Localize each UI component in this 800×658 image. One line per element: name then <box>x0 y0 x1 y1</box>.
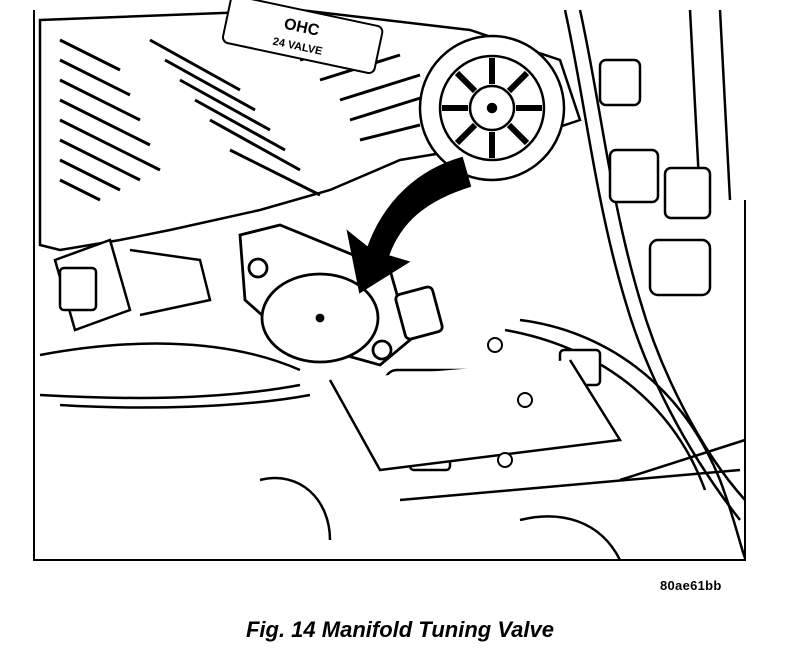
illustration-frame <box>33 10 746 561</box>
arrow-icon <box>346 156 472 294</box>
wiring-harness <box>39 342 311 409</box>
hose-lines <box>504 9 747 559</box>
pulley-hub <box>418 34 566 182</box>
fuel-injectors <box>598 58 712 297</box>
coil-bolts <box>487 337 533 468</box>
left-connector <box>53 238 212 332</box>
pulley-spokes <box>442 58 542 158</box>
lower-body <box>259 438 746 561</box>
manifold-tuning-valve <box>238 223 444 367</box>
figure-caption: Fig. 14 Manifold Tuning Valve <box>245 617 555 642</box>
image-code: 80ae61bb <box>660 578 722 593</box>
ignition-coils <box>328 348 623 472</box>
cover-engraving: OHC 24 VALVE <box>221 0 384 75</box>
